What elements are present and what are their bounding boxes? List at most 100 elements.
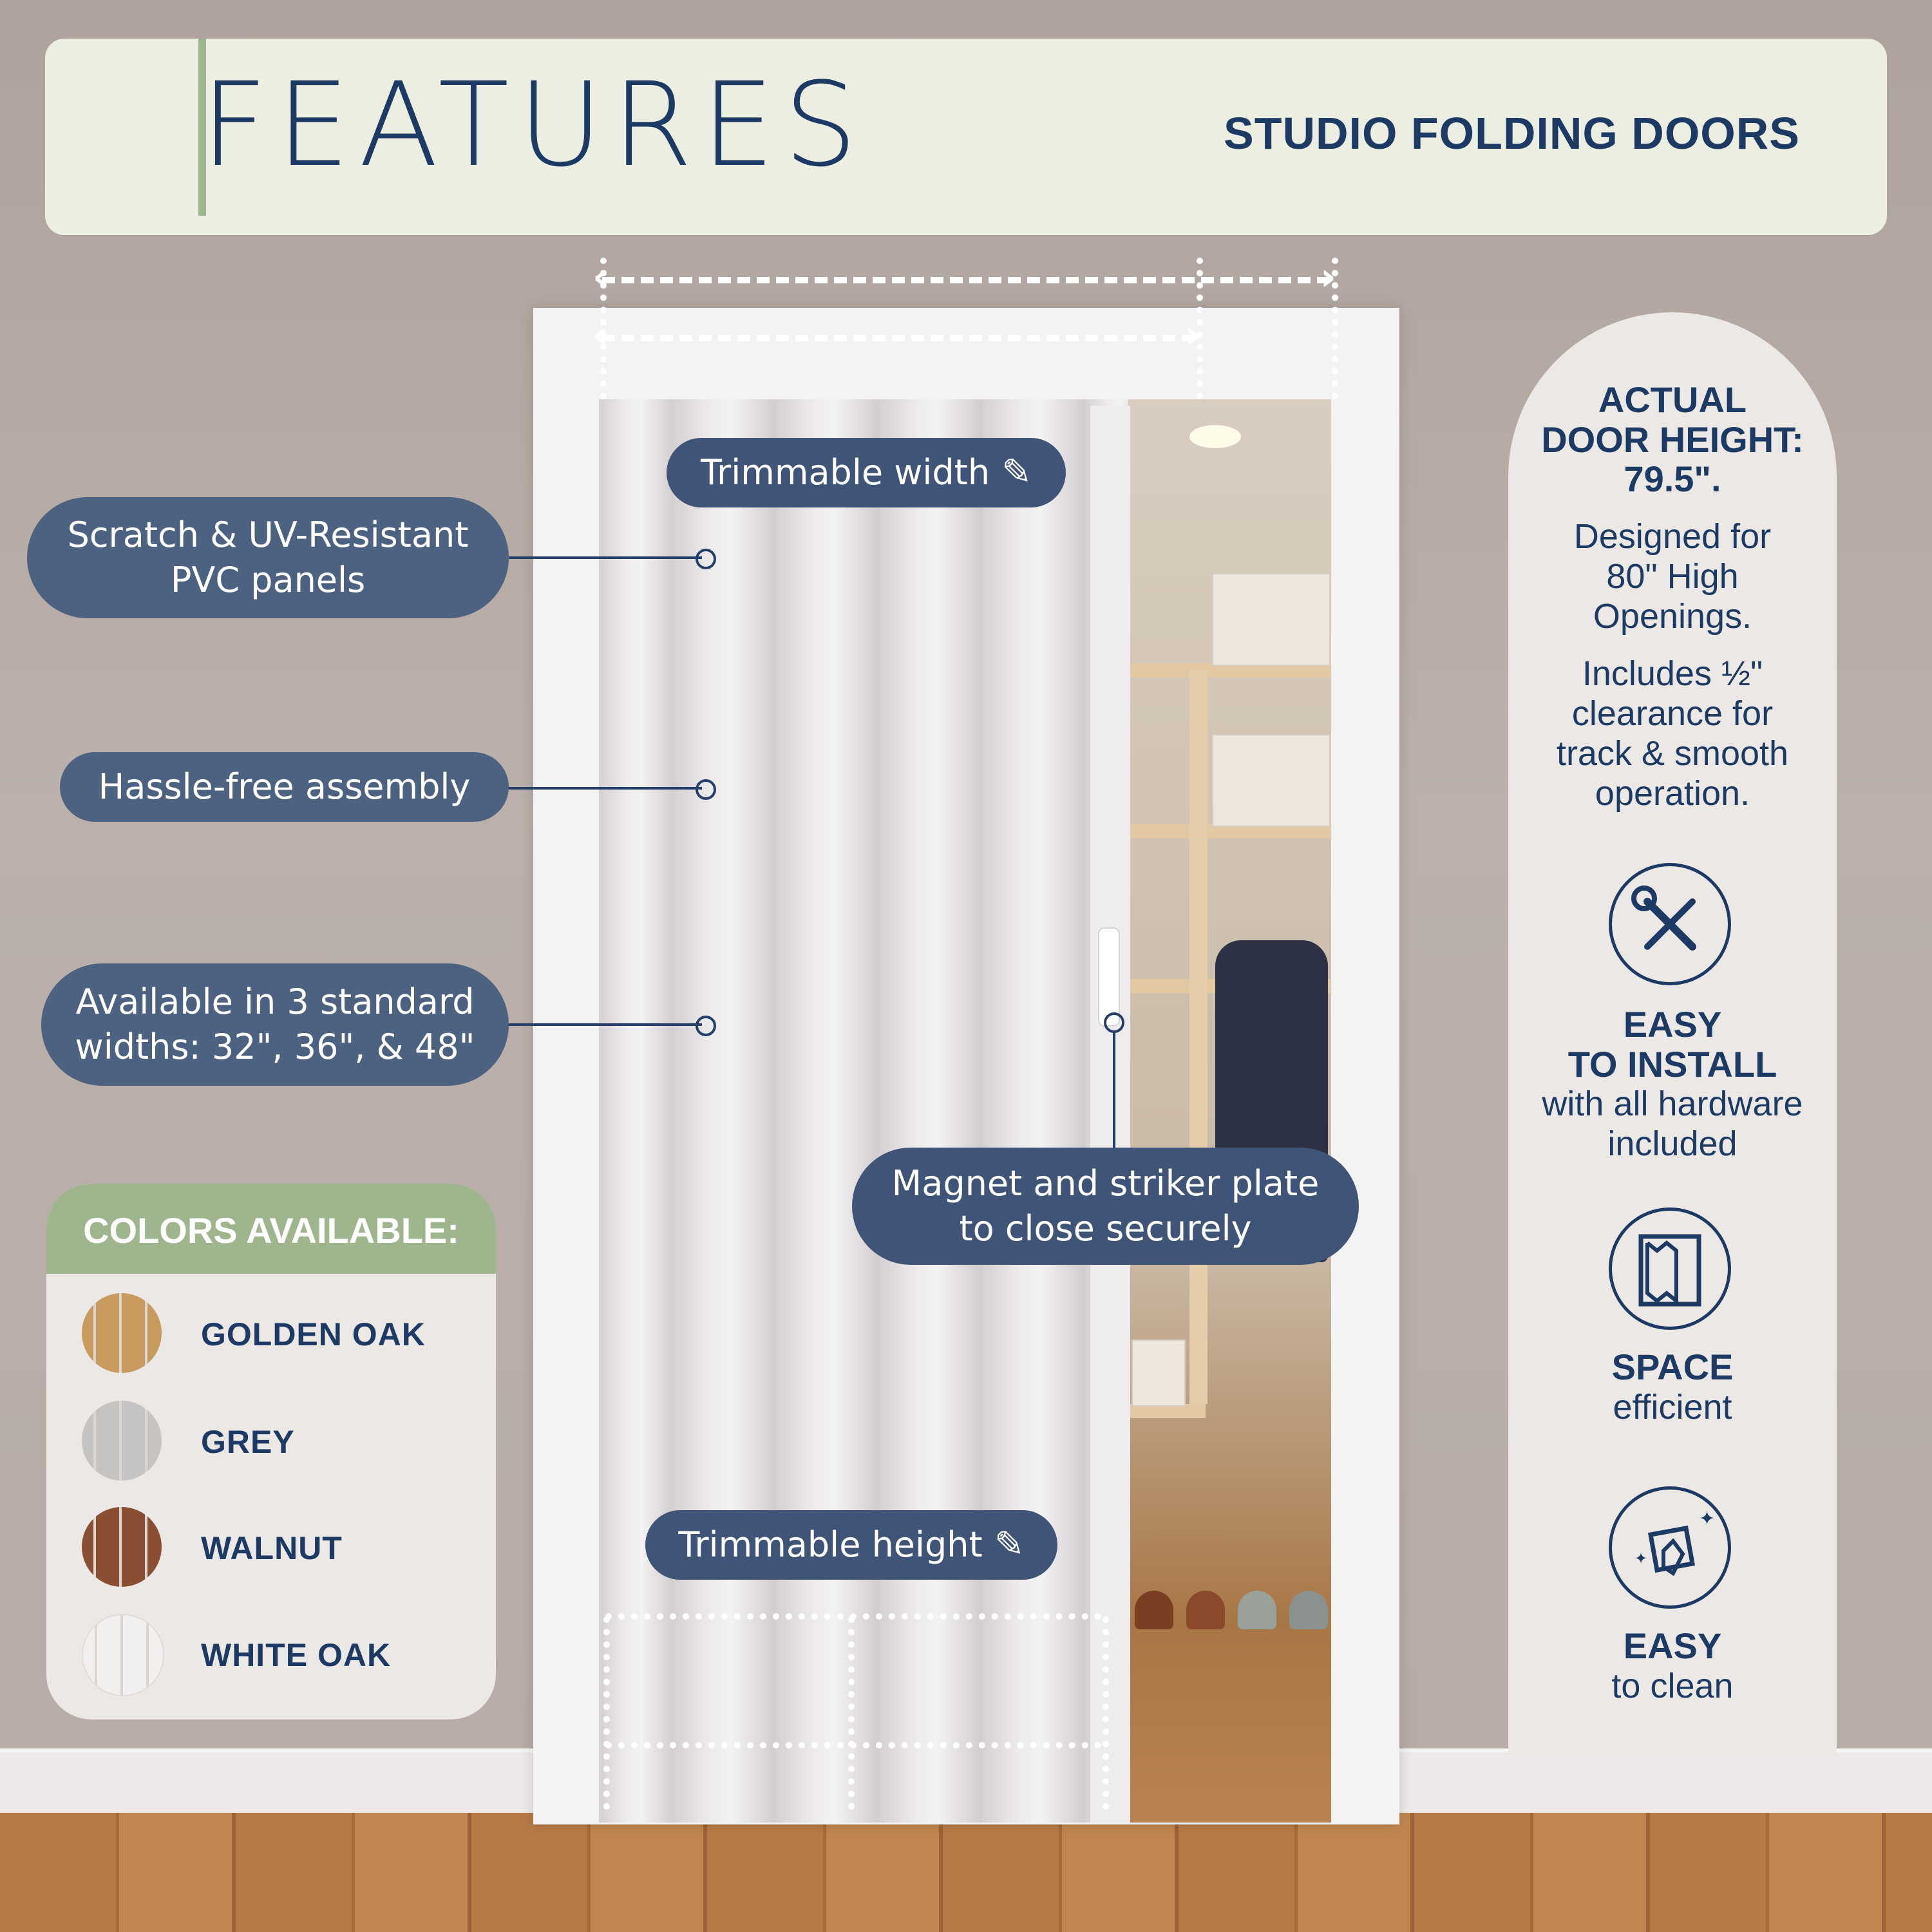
door-panel xyxy=(673,399,779,1823)
swatch-label: GOLDEN OAK xyxy=(201,1316,426,1352)
height-dimension-arrow xyxy=(848,1616,855,1810)
scratch-resistant-callout: Scratch & UV-Resistant PVC panels xyxy=(27,497,509,618)
callout-line: Scratch & UV-Resistant xyxy=(67,514,469,555)
callout-line: to close securely xyxy=(959,1208,1252,1249)
feature-text: to clean xyxy=(1611,1666,1734,1705)
callout-connector xyxy=(509,1023,702,1026)
callout-line: PVC panels xyxy=(170,560,366,600)
swatch-walnut xyxy=(82,1507,162,1587)
door-handle xyxy=(1098,927,1120,1027)
width-dimension-line-inner xyxy=(602,335,1195,341)
designed-line: Designed for xyxy=(1573,517,1772,556)
clearance-line: Includes ½" xyxy=(1582,654,1763,693)
swatch-white-oak xyxy=(82,1614,164,1696)
swatch-grey xyxy=(82,1401,162,1481)
callout-connector xyxy=(509,787,702,790)
storage-box xyxy=(1212,734,1331,827)
feature-bold: TO INSTALL xyxy=(1567,1043,1777,1084)
callout-node xyxy=(696,779,716,800)
arrow-right-icon: › xyxy=(1185,312,1201,357)
swatch-label: WHITE OAK xyxy=(201,1637,392,1673)
callout-connector xyxy=(509,556,702,559)
door-panel xyxy=(599,399,676,1823)
trimmable-height-callout: Trimmable height ✎ xyxy=(645,1510,1057,1580)
ceiling-light xyxy=(1189,425,1241,448)
page-title: FEATURES xyxy=(201,58,867,193)
feature-bold: EASY xyxy=(1623,1004,1722,1045)
height-heading-line: ACTUAL xyxy=(1598,379,1747,420)
arrow-left-icon: ‹ xyxy=(592,312,609,357)
clearance-line: operation. xyxy=(1595,774,1750,813)
assembly-callout: Hassle-free assembly xyxy=(60,752,509,822)
easy-clean-text: EASY to clean xyxy=(1508,1626,1837,1706)
width-dimension-line-outer xyxy=(602,277,1330,283)
clearance-text: Includes ½" clearance for track & smooth… xyxy=(1508,654,1837,813)
header-banner xyxy=(45,39,1887,235)
wood-floor xyxy=(0,1813,1932,1932)
width-dimension-tick xyxy=(1197,258,1203,399)
colors-card: COLORS AVAILABLE: GOLDEN OAK GREY WALNUT… xyxy=(46,1184,496,1719)
arrow-left-icon: ‹ xyxy=(592,254,609,299)
trimmable-width-label: Trimmable width xyxy=(701,451,990,493)
widths-callout: Available in 3 standard widths: 32", 36"… xyxy=(41,963,509,1086)
designed-for-text: Designed for 80" High Openings. xyxy=(1508,516,1837,636)
closet-shelf xyxy=(1128,663,1331,677)
colors-card-header xyxy=(46,1184,496,1274)
utility-knife-icon: ✎ xyxy=(994,1523,1025,1566)
svg-text:✦: ✦ xyxy=(1634,1549,1647,1567)
closet-shelf xyxy=(1128,824,1331,838)
swatch-label: GREY xyxy=(201,1424,295,1460)
utility-knife-icon: ✎ xyxy=(1001,451,1032,493)
shoe xyxy=(1289,1591,1328,1629)
height-dimension-arrow xyxy=(1103,1616,1109,1810)
height-heading-line: DOOR HEIGHT: xyxy=(1541,419,1804,460)
cleaning-icon: ✦ ✦ xyxy=(1609,1486,1731,1609)
door-panel xyxy=(982,399,1088,1823)
feature-text: included xyxy=(1607,1124,1738,1164)
callout-line: Available in 3 standard xyxy=(75,981,475,1022)
designed-line: 80" High xyxy=(1606,557,1739,596)
callout-node xyxy=(1104,1012,1124,1033)
trimmable-width-callout: Trimmable width ✎ xyxy=(667,438,1066,507)
feature-bold: SPACE xyxy=(1611,1347,1734,1387)
clearance-line: clearance for xyxy=(1571,694,1774,734)
magnet-callout: Magnet and striker plate to close secure… xyxy=(852,1148,1359,1265)
trimmable-height-label: Trimmable height xyxy=(678,1524,983,1565)
folding-door xyxy=(599,399,1128,1823)
space-efficient-text: SPACE efficient xyxy=(1508,1347,1837,1427)
swatch-label: WALNUT xyxy=(201,1530,343,1566)
shoe xyxy=(1238,1591,1276,1629)
feature-text: efficient xyxy=(1613,1387,1732,1426)
closet-interior xyxy=(1128,399,1331,1823)
header-accent-bar xyxy=(198,39,206,216)
clearance-line: track & smooth xyxy=(1556,734,1789,773)
callout-line: Magnet and striker plate xyxy=(891,1162,1320,1204)
callout-connector xyxy=(1113,1030,1115,1150)
arrow-right-icon: › xyxy=(1320,254,1336,299)
height-heading: ACTUAL DOOR HEIGHT: 79.5". xyxy=(1508,380,1837,499)
feature-bold: EASY xyxy=(1623,1625,1722,1666)
swatch-golden-oak xyxy=(82,1293,162,1373)
callout-line: Hassle-free assembly xyxy=(98,766,471,807)
designed-line: Openings. xyxy=(1593,597,1752,636)
shoe xyxy=(1186,1591,1225,1629)
colors-title: COLORS AVAILABLE: xyxy=(83,1210,459,1251)
door-panel xyxy=(879,399,985,1823)
door-panel xyxy=(776,399,882,1823)
callout-line: widths: 32", 36", & 48" xyxy=(75,1027,475,1067)
folding-door-icon xyxy=(1609,1208,1731,1330)
height-dimension-arrow xyxy=(603,1616,610,1810)
easy-install-text: EASY TO INSTALL with all hardware includ… xyxy=(1508,1005,1837,1164)
callout-node xyxy=(696,1016,716,1036)
svg-text:✦: ✦ xyxy=(1699,1508,1715,1530)
storage-box xyxy=(1212,573,1331,666)
width-dimension-tick xyxy=(600,258,607,399)
door-lead-panel xyxy=(1088,406,1130,1823)
storage-box xyxy=(1132,1340,1186,1406)
tools-icon xyxy=(1609,863,1731,985)
baseboard-right xyxy=(1397,1748,1932,1817)
width-dimension-tick xyxy=(1332,258,1338,399)
height-heading-line: 79.5". xyxy=(1624,459,1721,500)
baseboard-left xyxy=(0,1748,535,1817)
product-subtitle: STUDIO FOLDING DOORS xyxy=(1224,108,1800,158)
